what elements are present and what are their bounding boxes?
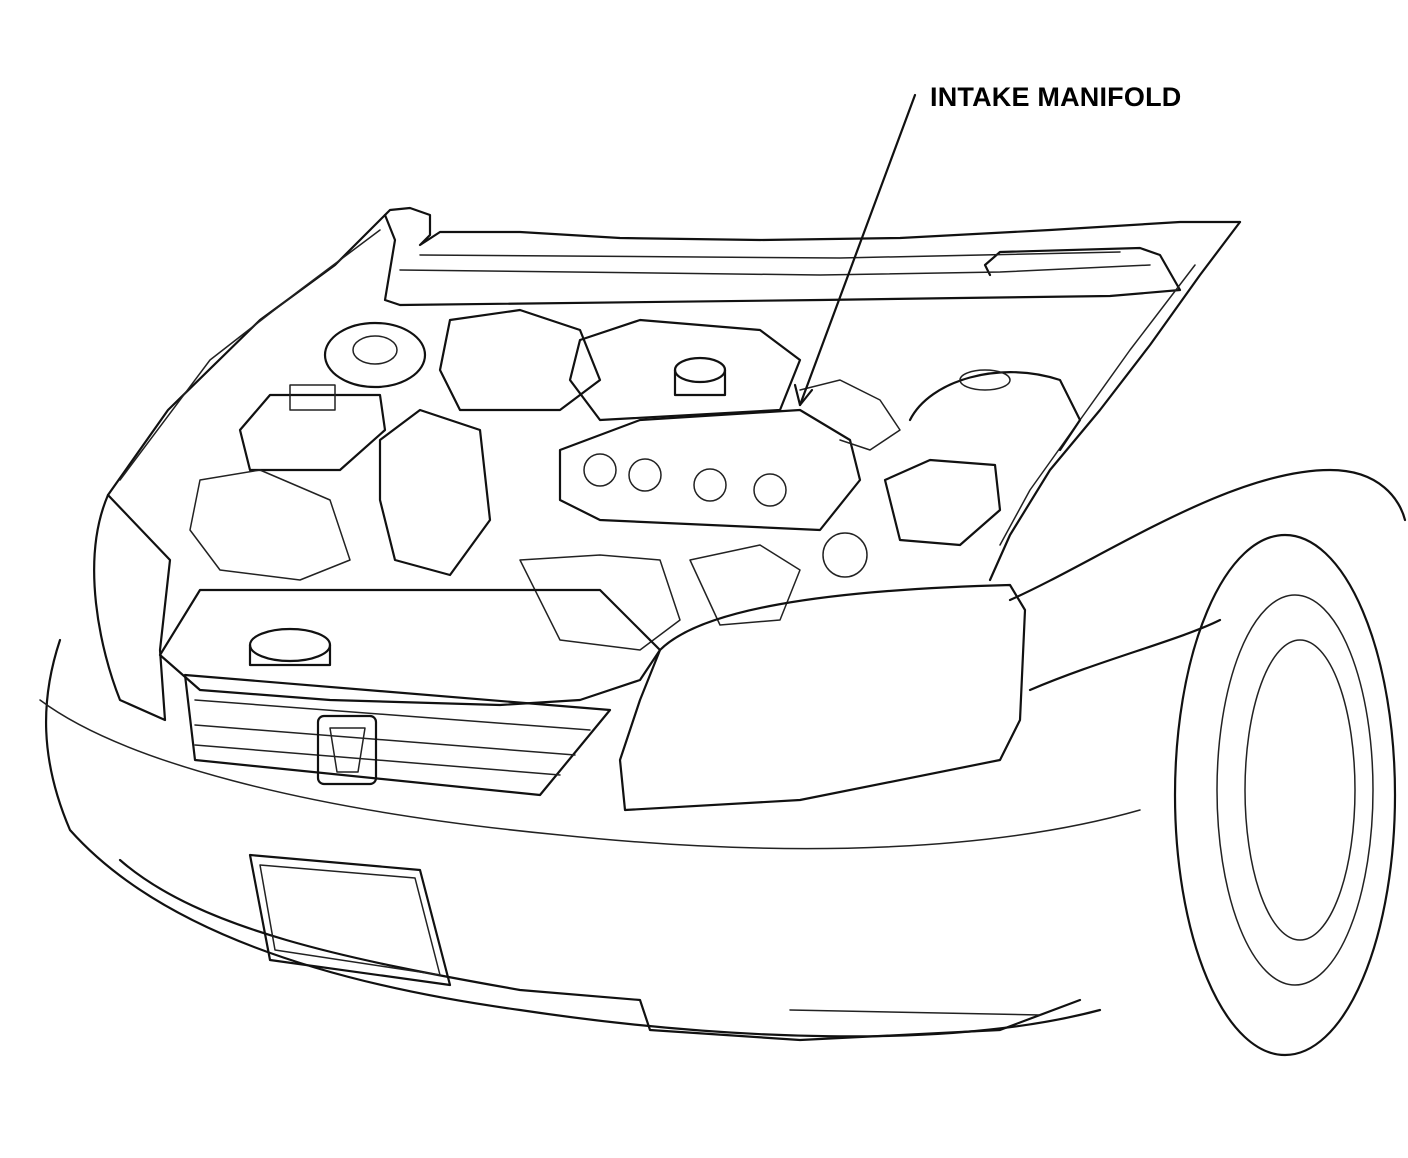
hood: [106, 206, 1242, 497]
body-right: [988, 220, 1407, 692]
front-wheel: [1173, 533, 1397, 1057]
headlights: [93, 493, 1027, 812]
bumper: [39, 638, 1141, 1042]
front-end: [158, 588, 662, 797]
intake-manifold-label: INTAKE MANIFOLD: [930, 82, 1182, 112]
engine-components: [189, 308, 1082, 651]
intake-manifold-leader: [793, 93, 917, 407]
